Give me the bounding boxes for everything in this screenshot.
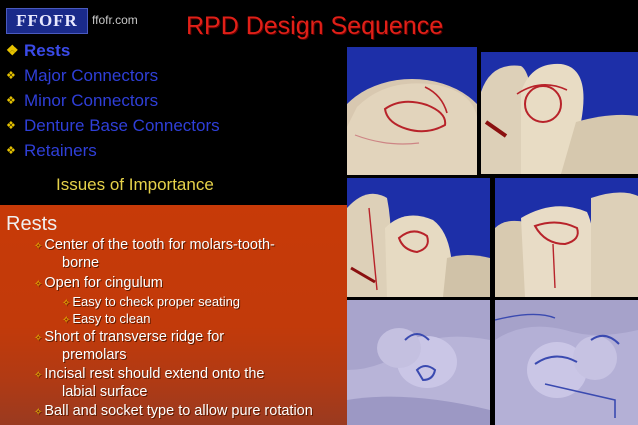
rests-panel: Rests ✧Center of the tooth for molars-to…	[0, 205, 347, 425]
topic-label: Major Connectors	[24, 65, 159, 85]
double-diamond-bullet-icon: ✧	[34, 333, 43, 344]
panel-line: ✧Open for cingulum	[34, 275, 163, 291]
panel-title: Rests	[6, 213, 58, 235]
panel-subline: ✧Easy to clean	[62, 311, 151, 326]
issues-heading: Issues of Importance	[56, 175, 214, 194]
diamond-bullet-icon: ❖	[6, 120, 16, 132]
topic-item-rests: ❖ Rests	[6, 38, 220, 63]
panel-subline: ✧Easy to check proper seating	[62, 294, 241, 309]
panel-line: ✧Center of the tooth for molars-tooth-	[34, 237, 275, 253]
topic-label: Denture Base Connectors	[24, 115, 220, 135]
diamond-bullet-icon: ❖	[6, 95, 16, 107]
photo-premolar-rest	[347, 178, 490, 297]
photo-occlusal-rest	[495, 178, 638, 297]
diamond-bullet-icon: ❖	[6, 42, 19, 58]
logo: FFOFR	[6, 8, 88, 34]
double-diamond-bullet-icon: ✧	[34, 370, 43, 381]
panel-line: borne	[62, 255, 100, 271]
diamond-bullet-icon: ❖	[6, 145, 16, 157]
photo-cingulum-rest	[481, 52, 638, 174]
topic-list: ❖ Rests ❖ Major Connectors ❖ Minor Conne…	[6, 38, 220, 163]
topic-item-major-connectors: ❖ Major Connectors	[6, 63, 220, 88]
logo-url: ffofr.com	[92, 13, 138, 27]
topic-item-minor-connectors: ❖ Minor Connectors	[6, 88, 220, 113]
panel-line: premolars	[62, 347, 127, 363]
topic-item-retainers: ❖ Retainers	[6, 138, 220, 163]
topic-label: Retainers	[24, 140, 97, 160]
photo-cast-framework-left	[347, 300, 490, 425]
double-diamond-bullet-icon: ✧	[62, 315, 71, 326]
logo-text: FFOFR	[16, 11, 78, 30]
topic-item-denture-base-connectors: ❖ Denture Base Connectors	[6, 113, 220, 138]
panel-line: ✧Ball and socket type to allow pure rota…	[34, 403, 313, 419]
double-diamond-bullet-icon: ✧	[34, 279, 43, 290]
topic-label: Minor Connectors	[24, 90, 159, 110]
topic-label: Rests	[24, 40, 71, 60]
slide-title: RPD Design Sequence	[186, 12, 444, 40]
panel-line: ✧Short of transverse ridge for	[34, 329, 225, 345]
double-diamond-bullet-icon: ✧	[62, 298, 71, 309]
panel-line: labial surface	[62, 384, 148, 400]
double-diamond-bullet-icon: ✧	[34, 241, 43, 252]
double-diamond-bullet-icon: ✧	[34, 407, 43, 418]
diamond-bullet-icon: ❖	[6, 70, 16, 82]
photo-molar-rest-outline	[347, 47, 477, 175]
panel-line: ✧Incisal rest should extend onto the	[34, 366, 265, 382]
photo-cast-framework-right	[495, 300, 638, 425]
